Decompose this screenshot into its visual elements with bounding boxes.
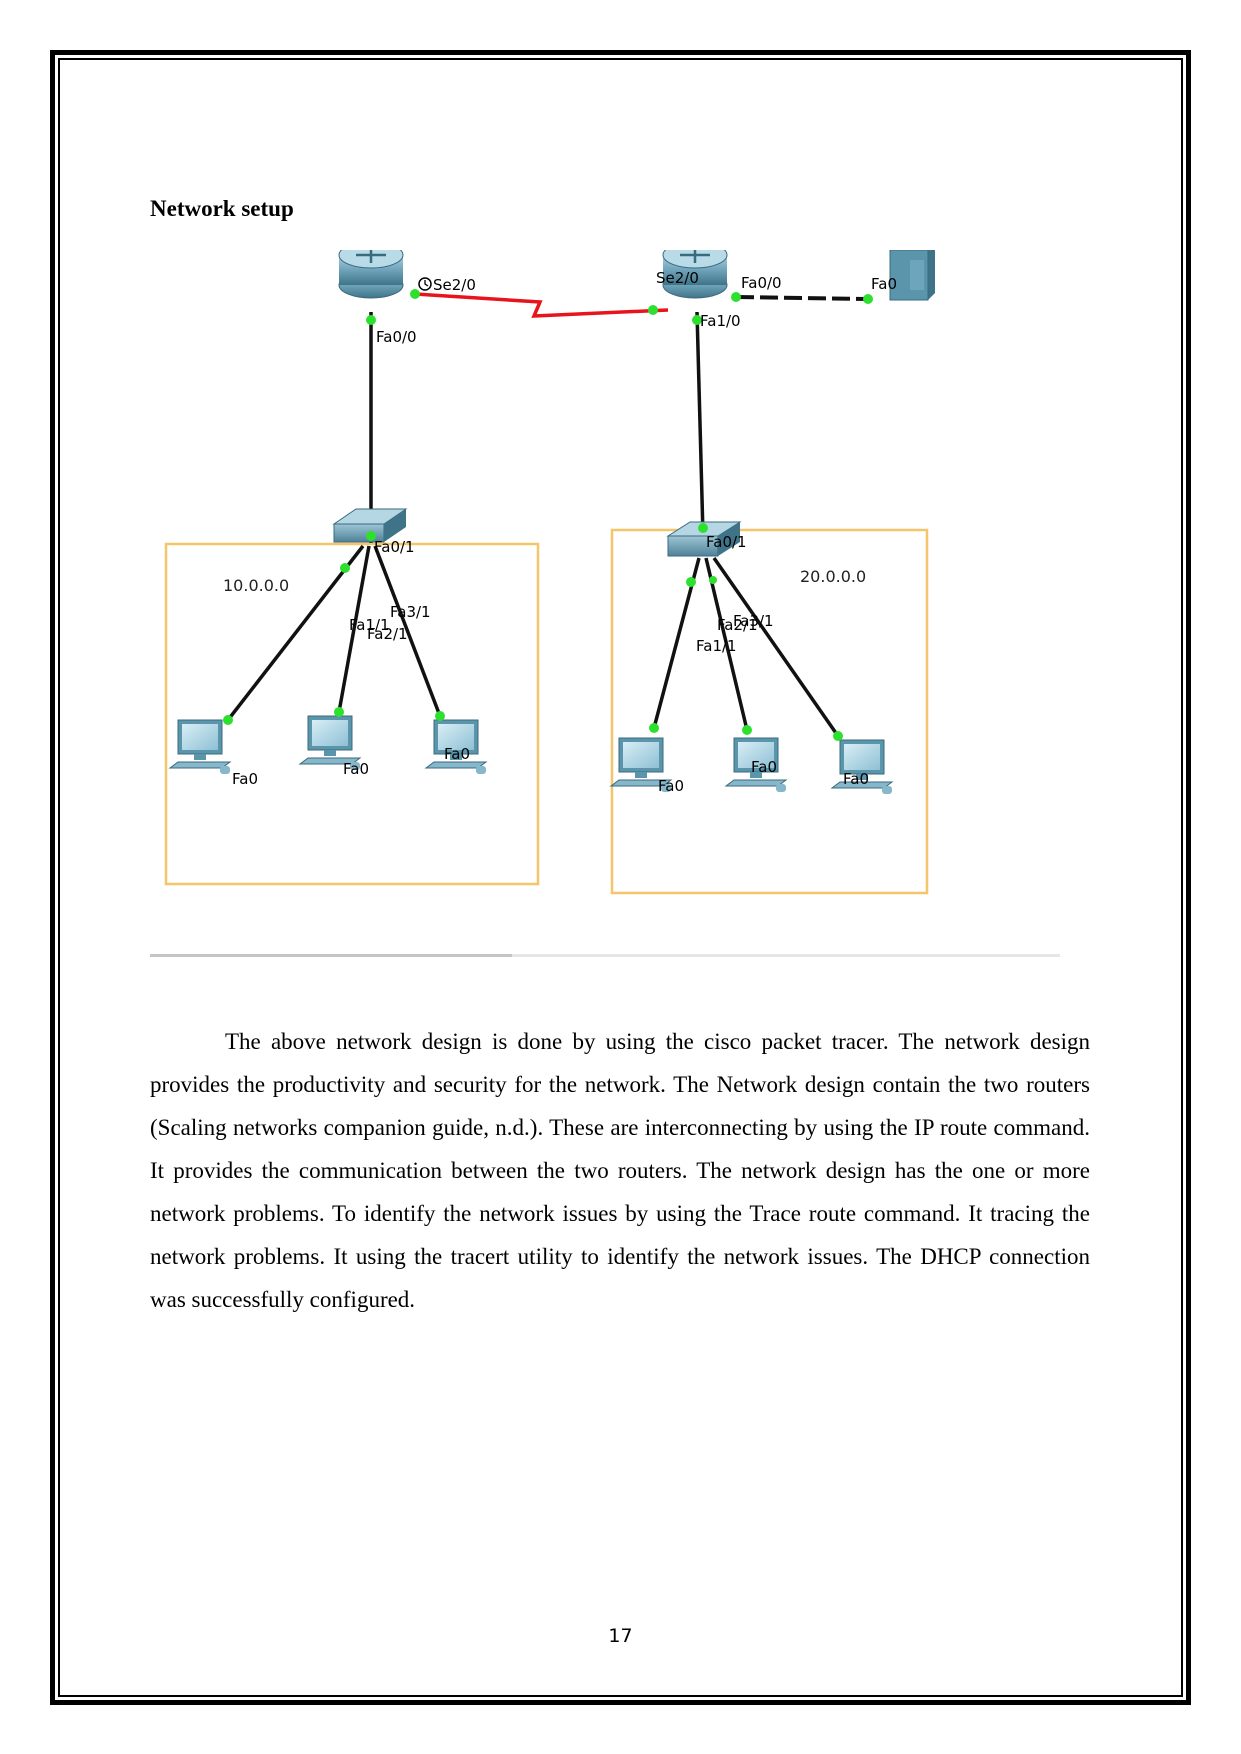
pc-1-icon (168, 719, 232, 774)
link-switch1-pc1 (226, 544, 365, 722)
switch2-fa21-label: Fa2/1 (717, 616, 758, 634)
pc4-fa0-label: Fa0 (658, 777, 684, 795)
switch1-fa31-label: Fa3/1 (390, 603, 431, 621)
page-border-inner (58, 58, 1183, 1697)
switch1-fa21-label: Fa2/1 (367, 625, 408, 643)
pc-5-icon (724, 737, 788, 792)
left-network-label: 10.0.0.0 (223, 576, 289, 595)
server-icon (889, 250, 935, 301)
right-network-label: 20.0.0.0 (800, 567, 866, 586)
switch-2-icon (666, 521, 742, 557)
link-switch2-pc2 (704, 557, 749, 731)
router1-fa00-label: Fa0/0 (376, 328, 417, 346)
pc2-fa0-label: Fa0 (343, 760, 369, 778)
router2-fa10-label: Fa1/0 (700, 312, 741, 330)
ethernet-link-router2-server (735, 295, 869, 301)
pc6-fa0-label: Fa0 (843, 770, 869, 788)
subnet-box-right (610, 528, 929, 895)
pc-2-icon (298, 715, 362, 770)
screenshot-scroll-thumb (150, 954, 512, 957)
switch1-fa01-label: Fa0/1 (374, 538, 415, 556)
pc1-fa0-label: Fa0 (232, 770, 258, 788)
page-border-outer (50, 50, 1191, 1705)
switch2-fa01-label: Fa0/1 (706, 533, 747, 551)
network-diagram: 10.0.0.0 20.0.0.0 (148, 250, 1060, 965)
switch1-fa11-label: Fa1/1 (349, 616, 390, 634)
link-switch2-pc3 (712, 556, 840, 738)
pc-3-icon (424, 719, 488, 774)
router2-fa00-label: Fa0/0 (741, 274, 782, 292)
screenshot-scroll-track (150, 954, 1060, 957)
router-1-icon (338, 250, 404, 299)
server-fa0-label: Fa0 (871, 275, 897, 293)
router1-serial-label: Se2/0 (433, 276, 476, 294)
switch2-fa11-label: Fa1/1 (696, 637, 737, 655)
router2-serial-label: Se2/0 (656, 269, 699, 287)
switch-1-icon (332, 508, 408, 543)
subnet-box-left (164, 542, 540, 886)
link-switch1-pc2 (337, 545, 371, 713)
page-number: 17 (608, 1625, 633, 1647)
serial-link (414, 292, 669, 318)
clock-icon (418, 277, 432, 291)
pc-6-icon (830, 739, 894, 794)
link-status-dots (223, 289, 873, 741)
link-switch1-pc3 (373, 545, 442, 717)
router-2-icon (662, 250, 728, 299)
pc5-fa0-label: Fa0 (751, 758, 777, 776)
pc-4-icon (609, 737, 673, 792)
ethernet-link-router2-switch2 (695, 311, 705, 536)
body-paragraph: The above network design is done by usin… (150, 1029, 1090, 1312)
switch2-fa31-label: Fa3/1 (733, 612, 774, 630)
pc3-fa0-label: Fa0 (444, 745, 470, 763)
section-heading: Network setup (150, 196, 294, 221)
